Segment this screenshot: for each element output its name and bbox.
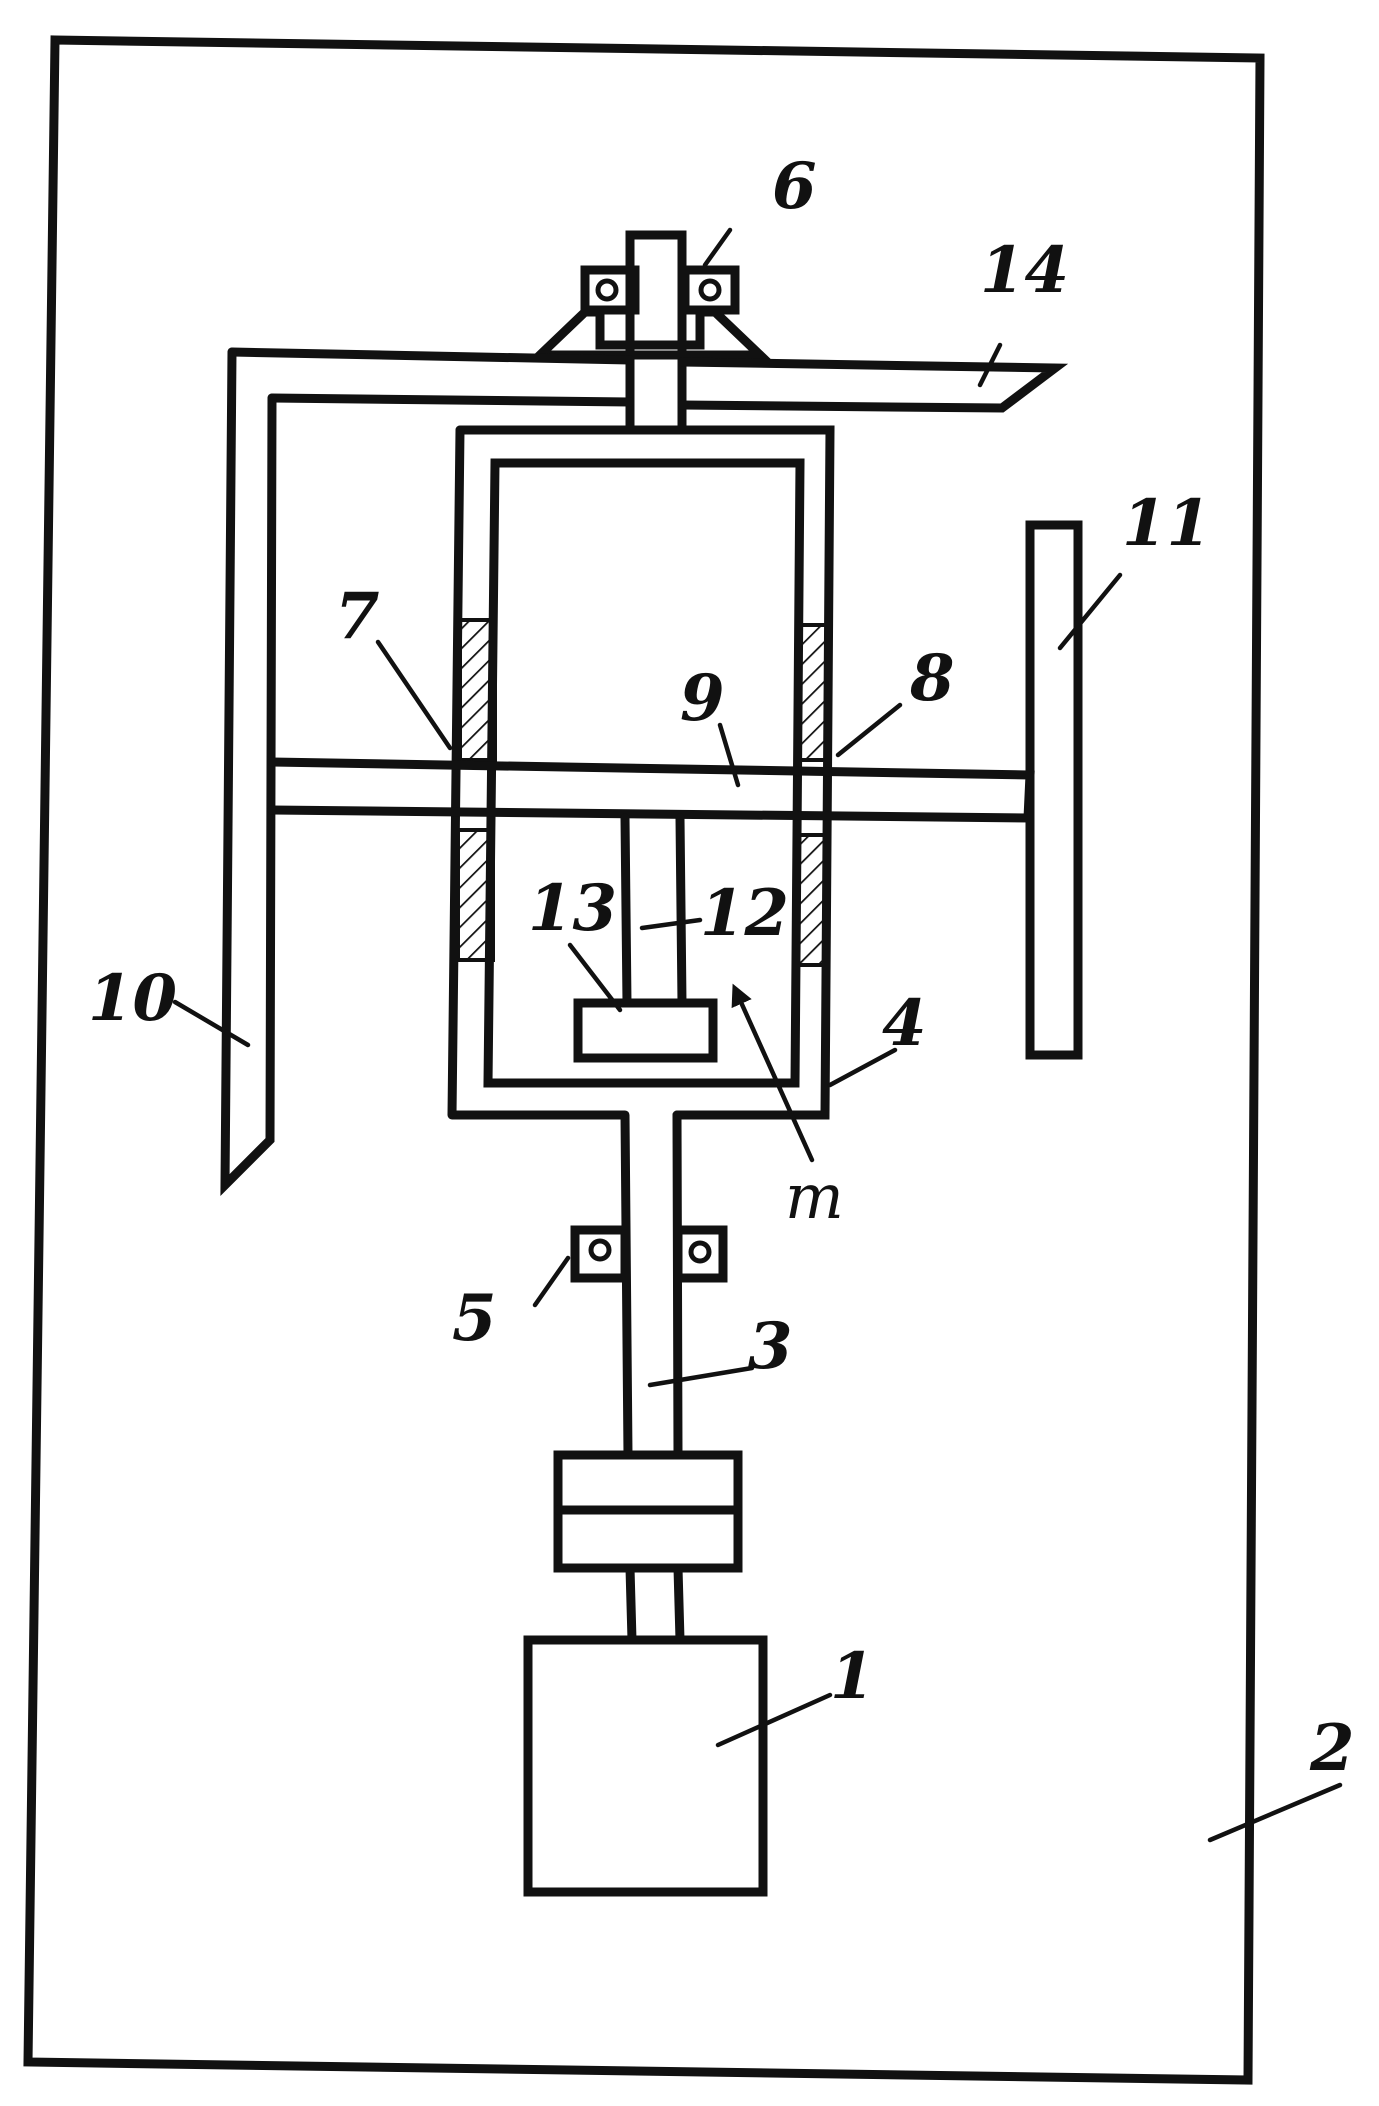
rod — [620, 813, 687, 1008]
top-blade — [227, 347, 1069, 413]
label-9: 9 — [680, 661, 725, 736]
label-6: 6 — [772, 149, 817, 224]
right-bushing-upper — [798, 623, 832, 762]
right-bushing-lower — [796, 833, 830, 967]
shaft — [620, 1110, 685, 1645]
label-2: 2 — [1309, 1711, 1355, 1786]
lower-bearing — [570, 1225, 728, 1283]
right-arm — [1025, 520, 1083, 1060]
label-8: 8 — [909, 641, 955, 716]
label-10: 10 — [88, 961, 177, 1036]
upper-bearing — [528, 265, 772, 360]
label-11: 11 — [1122, 486, 1211, 561]
label-3: 3 — [748, 1309, 793, 1384]
crossbar — [267, 757, 1035, 823]
left-bushing-upper — [458, 618, 497, 762]
weight — [573, 998, 718, 1063]
label-1: 1 — [830, 1639, 875, 1714]
label-m: m — [785, 1160, 844, 1233]
motor — [523, 1635, 768, 1897]
label-5: 5 — [452, 1281, 497, 1356]
label-12: 12 — [700, 876, 789, 951]
left-bushing-lower — [456, 828, 495, 962]
left-arm — [220, 347, 277, 1196]
label-14: 14 — [980, 233, 1069, 308]
label-13: 13 — [528, 871, 617, 946]
coupling — [553, 1450, 743, 1573]
panel-frame — [23, 35, 1265, 2085]
label-7: 7 — [335, 579, 380, 654]
m-arrow — [731, 983, 815, 1163]
housing-outer-left — [447, 425, 465, 1120]
upper-spindle — [625, 230, 687, 435]
label-4: 4 — [882, 986, 927, 1061]
